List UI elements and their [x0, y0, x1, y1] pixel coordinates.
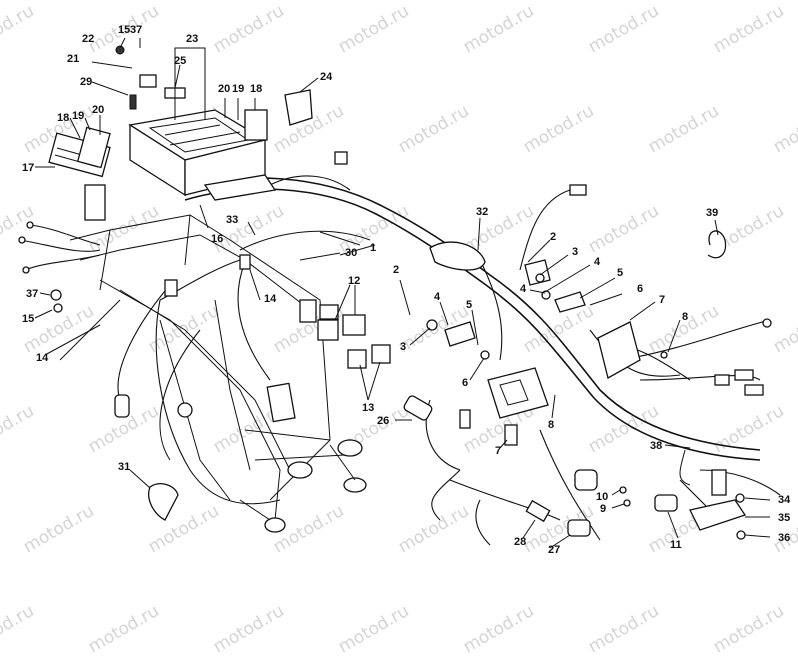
callout-4: 4 — [594, 256, 601, 268]
callout-34: 34 — [778, 494, 791, 506]
callout-24: 24 — [320, 71, 333, 83]
callout-7: 7 — [659, 294, 665, 306]
callout-6: 6 — [637, 283, 643, 295]
callout-18: 18 — [57, 112, 69, 124]
callout-28: 28 — [514, 536, 526, 548]
watermark-text: motod.ru — [0, 601, 38, 657]
callout-23: 23 — [186, 33, 198, 45]
callout-6: 6 — [462, 377, 468, 389]
callout-37: 37 — [26, 288, 38, 300]
callout-19: 19 — [72, 110, 84, 122]
callout-14: 14 — [36, 352, 49, 364]
wiring-harness-exploded-diagram: 1 2 2 3 3 4 4 4 5 5 6 6 7 7 8 8 9 10 11 … — [18, 24, 791, 556]
callout-36: 36 — [778, 532, 790, 544]
callout-33: 33 — [226, 214, 238, 226]
callout-5: 5 — [466, 299, 472, 311]
callout-14: 14 — [264, 293, 277, 305]
callout-31: 31 — [118, 461, 130, 473]
watermark-text: motod.ru — [585, 601, 663, 657]
main-harness — [19, 175, 781, 546]
callout-29: 29 — [80, 76, 92, 88]
watermark-text: motod.ru — [210, 601, 288, 657]
callout-11: 11 — [670, 539, 682, 551]
callout-15: 15 — [22, 313, 34, 325]
callout-21: 21 — [67, 53, 79, 65]
callout-35: 35 — [778, 512, 790, 524]
callout-13: 13 — [362, 402, 374, 414]
callout-10: 10 — [596, 491, 608, 503]
callout-8: 8 — [548, 419, 554, 431]
callout-12: 12 — [348, 275, 360, 287]
callout-8: 8 — [682, 311, 688, 323]
callout-30: 30 — [345, 247, 357, 259]
callout-4: 4 — [520, 283, 527, 295]
watermark-text: motod.ru — [335, 601, 413, 657]
callout-16: 16 — [211, 233, 223, 245]
callout-20: 20 — [218, 83, 230, 95]
callout-15: 15 — [118, 24, 130, 36]
callout-22: 22 — [82, 33, 94, 45]
callout-27: 27 — [548, 544, 560, 556]
callout-7: 7 — [495, 445, 501, 457]
leader-lines — [34, 37, 771, 549]
components — [18, 45, 772, 540]
callout-38: 38 — [650, 440, 662, 452]
watermark-text: motod.ru — [710, 601, 788, 657]
callout-26: 26 — [377, 415, 389, 427]
callout-2: 2 — [550, 231, 556, 243]
callout-5: 5 — [617, 267, 623, 279]
callout-20: 20 — [92, 104, 104, 116]
callout-labels: 1 2 2 3 3 4 4 4 5 5 6 6 7 7 8 8 9 10 11 … — [22, 24, 791, 556]
callout-4: 4 — [434, 291, 441, 303]
callout-2: 2 — [393, 264, 399, 276]
ecu-unit — [128, 109, 277, 201]
callout-39: 39 — [706, 207, 718, 219]
callout-19: 19 — [232, 83, 244, 95]
watermark-text: motod.ru — [460, 601, 538, 657]
callout-3: 3 — [572, 246, 578, 258]
callout-37: 37 — [130, 24, 142, 36]
callout-32: 32 — [476, 206, 488, 218]
watermark-text: motod.ru — [85, 601, 163, 657]
callout-1: 1 — [370, 242, 376, 254]
callout-25: 25 — [174, 55, 186, 67]
callout-17: 17 — [22, 162, 34, 174]
callout-18: 18 — [250, 83, 262, 95]
callout-3: 3 — [400, 341, 406, 353]
frame-structure — [59, 214, 367, 533]
callout-9: 9 — [600, 503, 606, 515]
